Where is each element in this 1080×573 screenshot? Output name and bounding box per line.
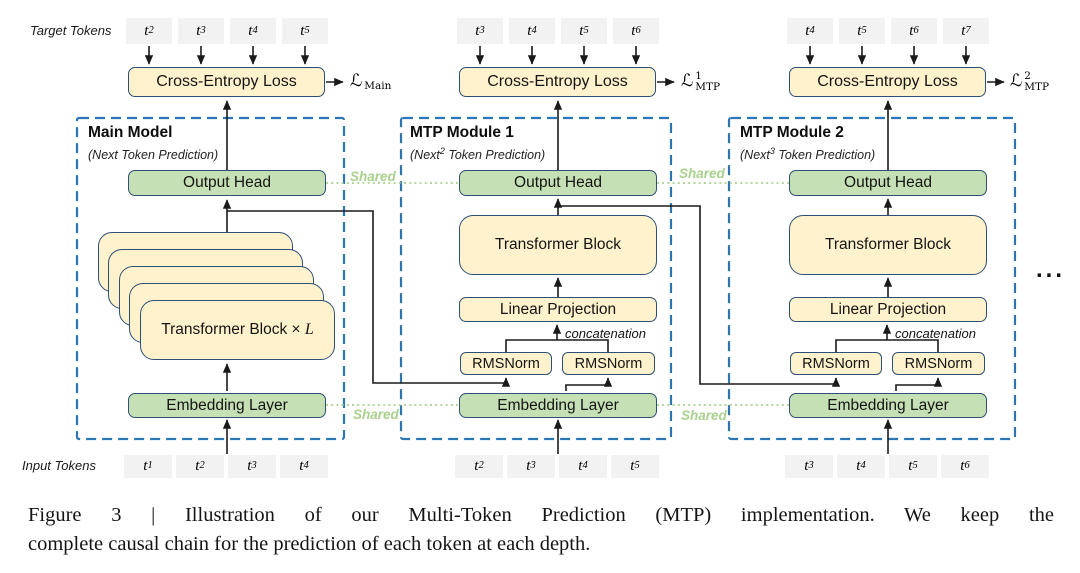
embedding-layer-box: Embedding Layer bbox=[459, 393, 657, 418]
output-head-box: Output Head bbox=[789, 170, 987, 196]
concatenation-label: concatenation bbox=[565, 326, 646, 341]
rmsnorm-box: RMSNorm bbox=[790, 352, 882, 375]
embedding-layer-box: Embedding Layer bbox=[128, 393, 326, 418]
shared-label: Shared bbox=[681, 408, 727, 423]
shared-label: Shared bbox=[679, 166, 725, 181]
mtp1-subtitle: (Next2 Token Prediction) bbox=[410, 146, 546, 163]
cross-entropy-loss-box: Cross-Entropy Loss bbox=[128, 67, 325, 97]
main-model-subtitle: (Next Token Prediction) bbox=[88, 148, 219, 163]
rmsnorm-box: RMSNorm bbox=[892, 352, 985, 375]
continuation-ellipsis: ... bbox=[1036, 256, 1066, 283]
main-loss-label: ℒ Main bbox=[350, 71, 392, 92]
mtp1-title: MTP Module 1 bbox=[410, 124, 514, 141]
cross-entropy-loss-box: Cross-Entropy Loss bbox=[459, 67, 656, 97]
mtp1-border bbox=[399, 116, 673, 441]
output-head-box: Output Head bbox=[128, 170, 326, 196]
mtp2-border bbox=[727, 116, 1017, 441]
rmsnorm-box: RMSNorm bbox=[562, 352, 655, 375]
transformer-block-stack-box: Transformer Block × L bbox=[140, 300, 335, 360]
mtp2-title: MTP Module 2 bbox=[740, 124, 844, 141]
target-tokens-label: Target Tokens bbox=[30, 23, 112, 38]
main-model-title: Main Model bbox=[88, 124, 173, 141]
cross-entropy-loss-box: Cross-Entropy Loss bbox=[789, 67, 986, 97]
rmsnorm-box: RMSNorm bbox=[460, 352, 552, 375]
concatenation-label: concatenation bbox=[895, 326, 976, 341]
mtp2-subtitle: (Next3 Token Prediction) bbox=[740, 146, 876, 163]
embedding-layer-box: Embedding Layer bbox=[789, 393, 987, 418]
transformer-block-box: Transformer Block bbox=[789, 215, 987, 275]
output-head-box: Output Head bbox=[459, 170, 657, 196]
shared-label: Shared bbox=[353, 407, 399, 422]
input-tokens-label: Input Tokens bbox=[22, 458, 96, 473]
linear-projection-box: Linear Projection bbox=[789, 297, 987, 322]
transformer-block-box: Transformer Block bbox=[459, 215, 657, 275]
figure-caption: Figure 3 | Illustration of our Multi-Tok… bbox=[28, 501, 1054, 559]
caption-line-1: Figure 3 | Illustration of our Multi-Tok… bbox=[28, 504, 1054, 526]
shared-label: Shared bbox=[350, 169, 396, 184]
caption-line-2: complete causal chain for the prediction… bbox=[28, 533, 591, 555]
linear-projection-box: Linear Projection bbox=[459, 297, 657, 322]
